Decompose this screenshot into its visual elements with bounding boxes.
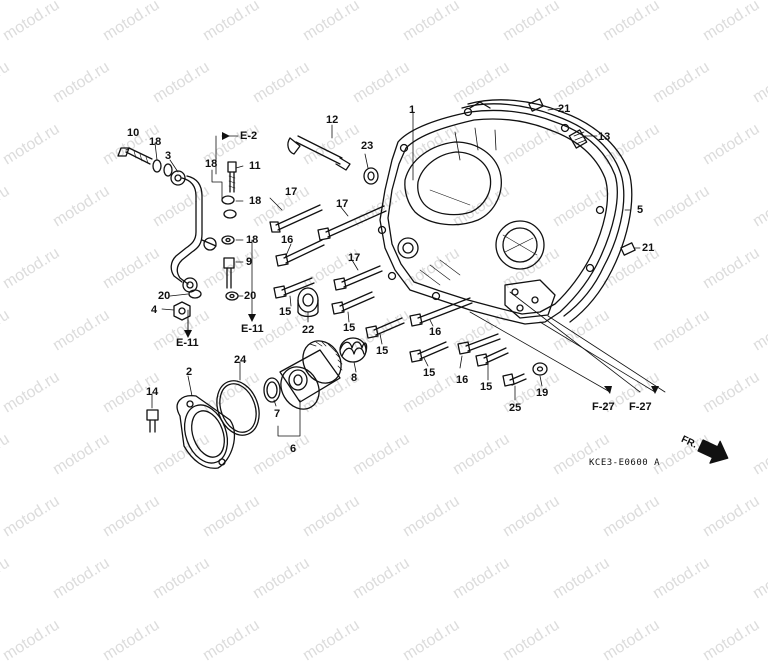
oil-pipe-assembly bbox=[170, 170, 217, 293]
ref-e11-right: E-11 bbox=[241, 323, 264, 335]
callout-7: 7 bbox=[274, 408, 281, 420]
watermark-text: motod.ru bbox=[300, 616, 363, 665]
watermark-text: motod.ru bbox=[0, 616, 63, 665]
dowel-pin-lower bbox=[620, 242, 636, 256]
callout-8: 8 bbox=[351, 372, 358, 384]
callout-22: 22 bbox=[302, 324, 315, 336]
callout-16c: 16 bbox=[456, 374, 469, 386]
callout-16b: 16 bbox=[429, 326, 442, 338]
callout-15b: 15 bbox=[343, 322, 356, 334]
callout-12: 12 bbox=[326, 114, 339, 126]
seal-23 bbox=[363, 167, 379, 185]
nut-4 bbox=[173, 301, 191, 321]
callout-3: 3 bbox=[165, 150, 172, 162]
callout-5: 5 bbox=[637, 204, 644, 216]
watermark-text: motod.ru bbox=[500, 616, 563, 665]
callout-17a: 17 bbox=[285, 186, 298, 198]
callout-10: 10 bbox=[127, 127, 140, 139]
watermark-text: motod.ru bbox=[700, 616, 763, 665]
bolt-15-e bbox=[475, 347, 509, 367]
callout-6: 6 bbox=[290, 443, 297, 455]
callout-16a: 16 bbox=[281, 234, 294, 246]
bolt-16-a bbox=[275, 239, 325, 267]
bolt-17-a bbox=[269, 204, 323, 233]
callout-25: 25 bbox=[509, 402, 522, 414]
callout-9: 9 bbox=[246, 256, 253, 268]
callout-15c: 15 bbox=[376, 345, 389, 357]
oil-filter-6 bbox=[279, 340, 343, 410]
callout-24: 24 bbox=[234, 354, 247, 366]
bolt-14 bbox=[146, 409, 159, 433]
callout-18c: 18 bbox=[249, 195, 262, 207]
ref-f27-b: F-27 bbox=[629, 401, 652, 413]
exploded-view-art bbox=[117, 98, 729, 469]
callout-17c: 17 bbox=[348, 252, 361, 264]
spring-8 bbox=[339, 337, 368, 363]
bolt-25 bbox=[502, 373, 527, 387]
bolt-15-d bbox=[409, 341, 449, 363]
watermark-text: motod.ru bbox=[100, 616, 163, 665]
callout-18d: 18 bbox=[246, 234, 259, 246]
callout-21a: 21 bbox=[558, 103, 571, 115]
callout-20a: 20 bbox=[158, 290, 171, 302]
callout-19: 19 bbox=[536, 387, 549, 399]
callout-17b: 17 bbox=[336, 198, 349, 210]
bolt-15-a bbox=[273, 277, 315, 299]
o-ring-24 bbox=[216, 380, 260, 436]
callout-15e: 15 bbox=[480, 381, 493, 393]
bolt-16-c bbox=[457, 333, 501, 355]
direction-arrow bbox=[697, 439, 729, 464]
filter-cover-2 bbox=[176, 395, 235, 469]
bolt-17-c bbox=[333, 265, 383, 291]
plug-13 bbox=[568, 129, 588, 149]
ref-e2: E-2 bbox=[240, 130, 258, 142]
bolt-15-b bbox=[331, 291, 375, 315]
bolt-11 bbox=[227, 161, 237, 193]
crankcase-cover bbox=[377, 101, 618, 325]
breather-tube-12 bbox=[287, 135, 351, 171]
callout-2: 2 bbox=[186, 366, 193, 378]
bolt-16-b bbox=[409, 297, 473, 327]
ref-f27-a: F-27 bbox=[592, 401, 615, 413]
callout-15a: 15 bbox=[279, 306, 292, 318]
callout-4: 4 bbox=[151, 304, 158, 316]
o-ring-7 bbox=[263, 377, 281, 403]
callout-15d: 15 bbox=[423, 367, 436, 379]
callout-23: 23 bbox=[361, 140, 374, 152]
callout-21b: 21 bbox=[642, 242, 655, 254]
ref-e11-left: E-11 bbox=[176, 337, 199, 349]
cover-gasket bbox=[461, 103, 625, 317]
callout-20b: 20 bbox=[244, 290, 257, 302]
bolt-17-b bbox=[317, 205, 387, 241]
callout-11: 11 bbox=[249, 160, 261, 172]
callout-13: 13 bbox=[598, 131, 611, 143]
callout-18a: 18 bbox=[149, 136, 162, 148]
callout-1: 1 bbox=[409, 104, 416, 116]
watermark-text: motod.ru bbox=[200, 616, 263, 665]
watermark-text: motod.ru bbox=[600, 616, 663, 665]
bolt-9 bbox=[223, 257, 235, 289]
bolt-15-c bbox=[365, 317, 405, 339]
dowel-pin-upper bbox=[528, 98, 544, 112]
bolt-10 bbox=[117, 147, 153, 165]
callout-14: 14 bbox=[146, 386, 159, 398]
watermark-text: motod.ru bbox=[400, 616, 463, 665]
callout-18b: 18 bbox=[205, 158, 218, 170]
diagram-code: KCE3-E0600 A bbox=[589, 458, 661, 468]
